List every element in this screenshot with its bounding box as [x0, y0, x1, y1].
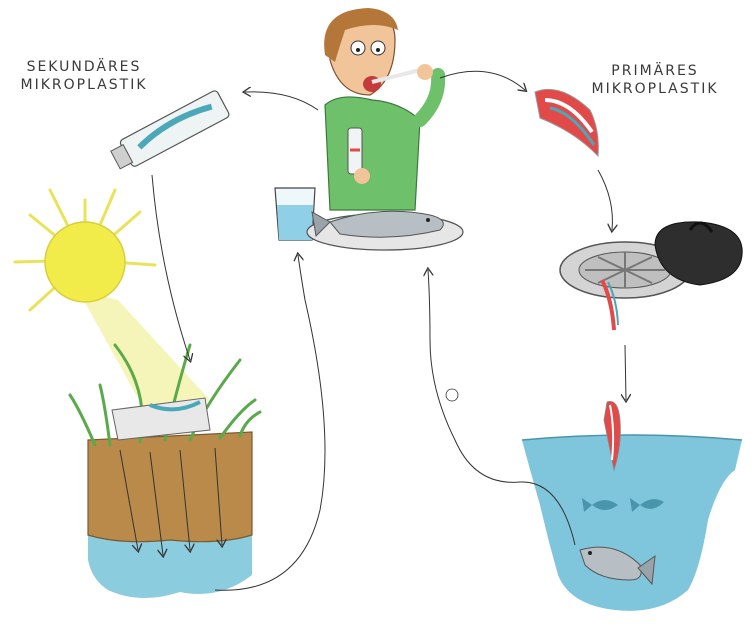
- sun-icon: [13, 188, 210, 420]
- toothpaste-strand-in-water-icon: [603, 401, 621, 472]
- toothpaste-tube-icon: [110, 90, 230, 170]
- drain-with-lid-icon: [559, 221, 743, 331]
- sea-water-icon: [521, 434, 743, 611]
- label-primary-line-2: MIKROPLASTIK: [591, 81, 719, 97]
- fish-icon: [582, 498, 664, 512]
- soil-with-grass-icon: [68, 343, 262, 555]
- arrow-tube-to-soil: [151, 174, 190, 360]
- label-primary-microplastic: PRIMÄRES MIKROPLASTIK: [575, 62, 735, 98]
- glass-of-water-icon: [274, 187, 316, 241]
- person-brushing-teeth-icon: [324, 8, 446, 211]
- arrow-drain-to-sea: [625, 344, 626, 400]
- discarded-toothpaste-tube-icon: [111, 397, 211, 441]
- arrow-strand-to-drain: [597, 169, 612, 230]
- arrow-person-to-strand: [439, 70, 525, 90]
- caught-fish-icon: [579, 546, 656, 586]
- label-secondary-microplastic: SEKUNDÄRES MIKROPLASTIK: [14, 58, 154, 94]
- toothpaste-strand-icon: [534, 88, 599, 158]
- label-secondary-line-1: SEKUNDÄRES: [26, 59, 142, 75]
- label-primary-line-1: PRIMÄRES: [611, 63, 699, 79]
- cycle-arrows: [151, 70, 626, 591]
- fishing-line-icon: [428, 270, 576, 546]
- fish-on-plate-icon: [306, 210, 464, 251]
- arrow-person-to-tube: [245, 92, 319, 111]
- arrow-groundwater-to-glass: [214, 255, 326, 591]
- label-secondary-line-2: MIKROPLASTIK: [20, 77, 148, 93]
